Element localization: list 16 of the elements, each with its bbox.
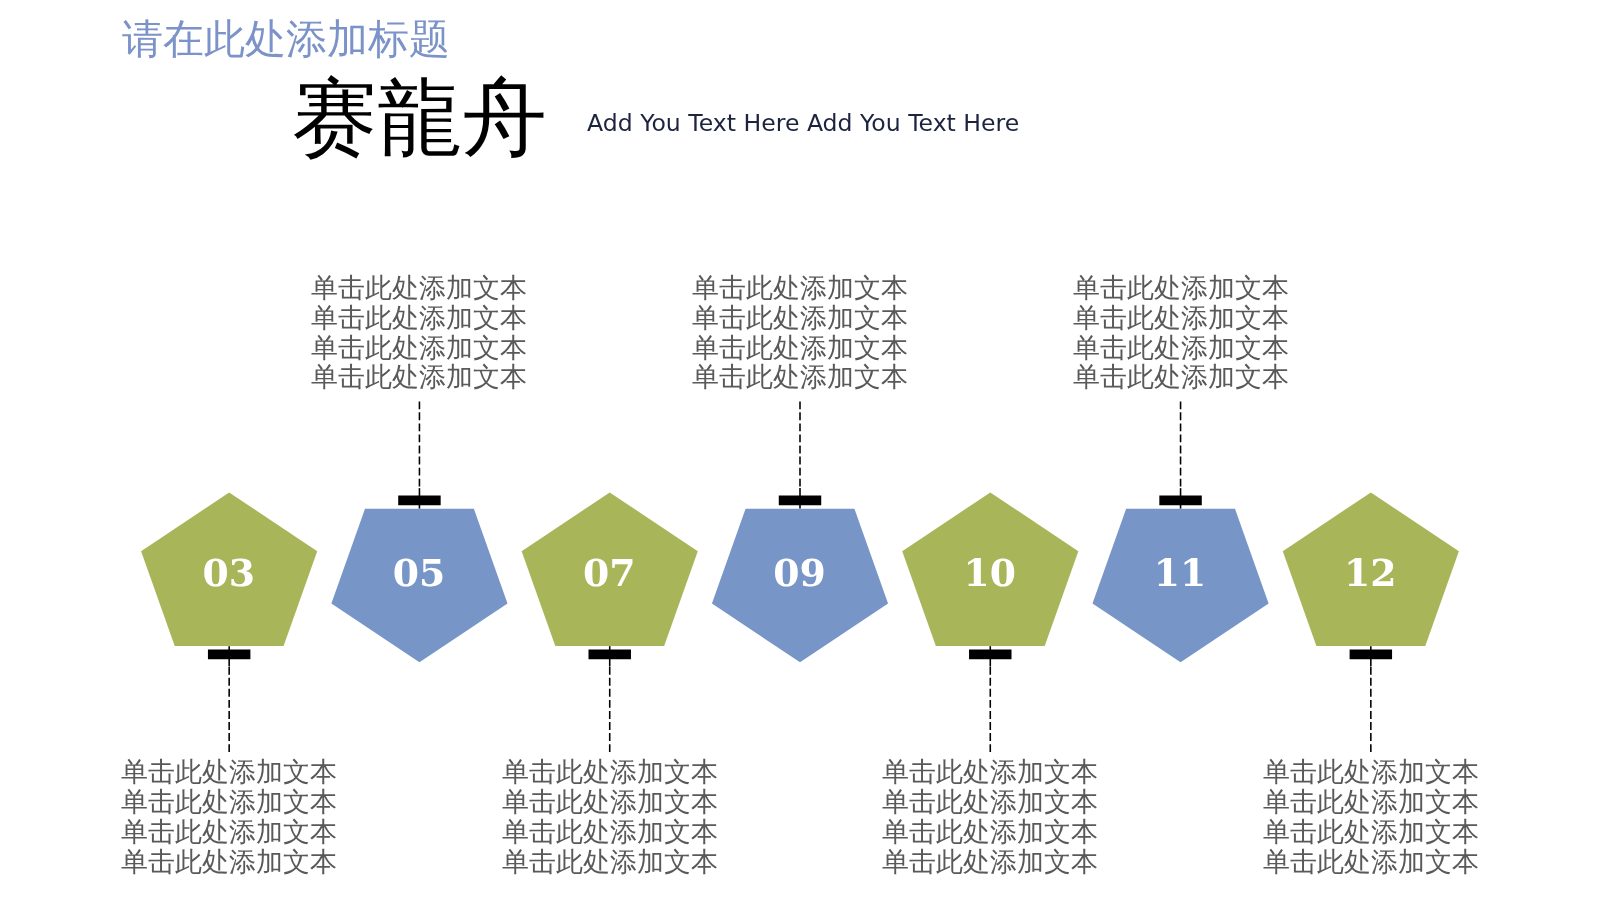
connector — [398, 400, 441, 510]
node-text: 单击此处添加文本单击此处添加文本单击此处添加文本单击此处添加文本 — [121, 756, 338, 877]
node-text: 单击此处添加文本单击此处添加文本单击此处添加文本单击此处添加文本 — [692, 271, 908, 393]
label: 赛龍舟 — [291, 67, 547, 167]
label: Add You Text Here Add You Text Here — [587, 108, 1020, 137]
node-text: 单击此处添加文本单击此处添加文本单击此处添加文本单击此处添加文本 — [1262, 756, 1479, 877]
connector — [588, 645, 631, 755]
diagram-title: 请在此处添加标题 — [121, 15, 450, 64]
connector — [969, 645, 1012, 755]
node-text: 单击此处添加文本单击此处添加文本单击此处添加文本单击此处添加文本 — [501, 756, 718, 877]
node-text: 单击此处添加文本单击此处添加文本单击此处添加文本单击此处添加文本 — [882, 756, 1099, 877]
node-text: 单击此处添加文本单击此处添加文本单击此处添加文本单击此处添加文本 — [1072, 271, 1289, 393]
connector — [1349, 645, 1393, 755]
node-text: 单击此处添加文本单击此处添加文本单击此处添加文本单击此处添加文本 — [311, 271, 528, 393]
connector — [1159, 400, 1202, 510]
connector — [207, 645, 251, 755]
